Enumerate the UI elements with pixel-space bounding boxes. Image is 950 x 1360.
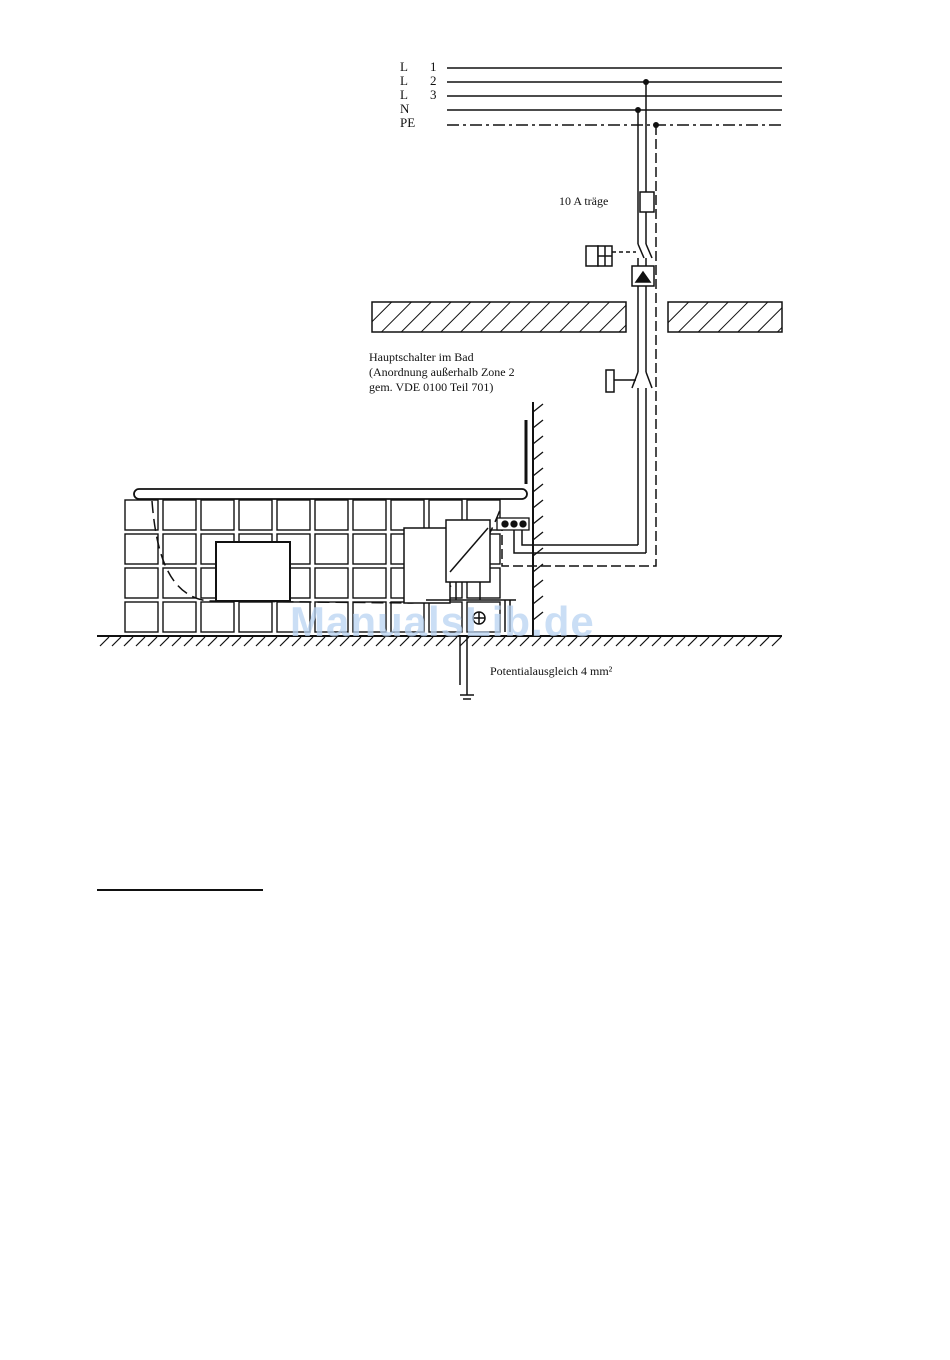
main-switch-note: Hauptschalter im Bad (Anordnung außerhal… [369,350,515,395]
floor-hatch-stroke [664,637,673,646]
floor-hatch-stroke [760,637,769,646]
bus-l1-num: 1 [430,59,437,74]
floor-hatch-stroke [640,637,649,646]
ceiling-slab-left [372,302,626,332]
floor-hatch-stroke [748,637,757,646]
floor-hatch-stroke [712,637,721,646]
floor-hatch-stroke [244,637,253,646]
ceiling-slab-right [668,302,782,332]
tile [201,500,234,530]
tile [125,534,158,564]
floor-hatch-stroke [724,637,733,646]
bus-l2-num: 2 [430,73,437,88]
main-switch-line-1: Hauptschalter im Bad [369,350,515,365]
busbars [447,68,782,125]
floor-hatch-stroke [208,637,217,646]
bus-pe-name: PE [400,115,415,130]
tile [163,534,196,564]
bus-l1-name: L [400,59,408,74]
contactor [586,244,654,286]
pe-conductor [502,125,656,566]
floor-hatch-stroke [100,637,109,646]
floor-hatch-stroke [232,637,241,646]
section-rule [97,889,263,891]
floor-hatch-stroke [604,637,613,646]
main-switch-line-2: (Anordnung außerhalb Zone 2 [369,365,515,380]
floor-hatch-stroke [700,637,709,646]
floor-hatch-stroke [136,637,145,646]
wall-hatch [533,404,543,620]
floor-hatch-stroke [256,637,265,646]
floor-hatch-stroke [616,637,625,646]
busbar-labels: L 1 L 2 L 3 N PE [400,60,436,130]
tile [315,534,348,564]
floor-hatch-stroke [160,637,169,646]
tile [125,500,158,530]
tile [315,500,348,530]
tile [239,602,272,632]
floor-hatch-stroke [220,637,229,646]
main-switch-line-3: gem. VDE 0100 Teil 701) [369,380,515,395]
floor-hatch-stroke [112,637,121,646]
bus-n-name: N [400,101,409,116]
bathtub-rim [134,489,527,499]
floor-hatch-stroke [736,637,745,646]
tile [391,500,424,530]
tile [125,602,158,632]
floor-hatch-stroke [628,637,637,646]
floor-hatch-stroke [676,637,685,646]
tile [163,602,196,632]
tile [315,568,348,598]
floor-hatch-stroke [268,637,277,646]
floor-hatch-stroke [772,637,781,646]
fuse-symbol [640,192,654,212]
tile [353,568,386,598]
bus-l2-name: L [400,73,408,88]
floor-hatch-stroke [652,637,661,646]
floor-hatch-stroke [196,637,205,646]
tile [125,568,158,598]
terminal-block [497,518,529,530]
main-switch-symbol [606,370,652,392]
floor-hatch-stroke [172,637,181,646]
fuse-label: 10 A träge [559,194,608,209]
inspection-panel [216,542,290,601]
tile [353,500,386,530]
floor-hatch-stroke [124,637,133,646]
tile [353,534,386,564]
floor-hatch-stroke [688,637,697,646]
tile [277,500,310,530]
watermark: ManualsLib.de [290,598,595,646]
tile [239,500,272,530]
equipotential-label: Potentialausgleich 4 mm² [490,664,612,679]
tile [201,602,234,632]
bus-l3-name: L [400,87,408,102]
floor-hatch-stroke [184,637,193,646]
bus-l3-num: 3 [430,87,437,102]
floor-hatch-stroke [280,637,289,646]
tile [163,500,196,530]
floor-hatch-stroke [148,637,157,646]
